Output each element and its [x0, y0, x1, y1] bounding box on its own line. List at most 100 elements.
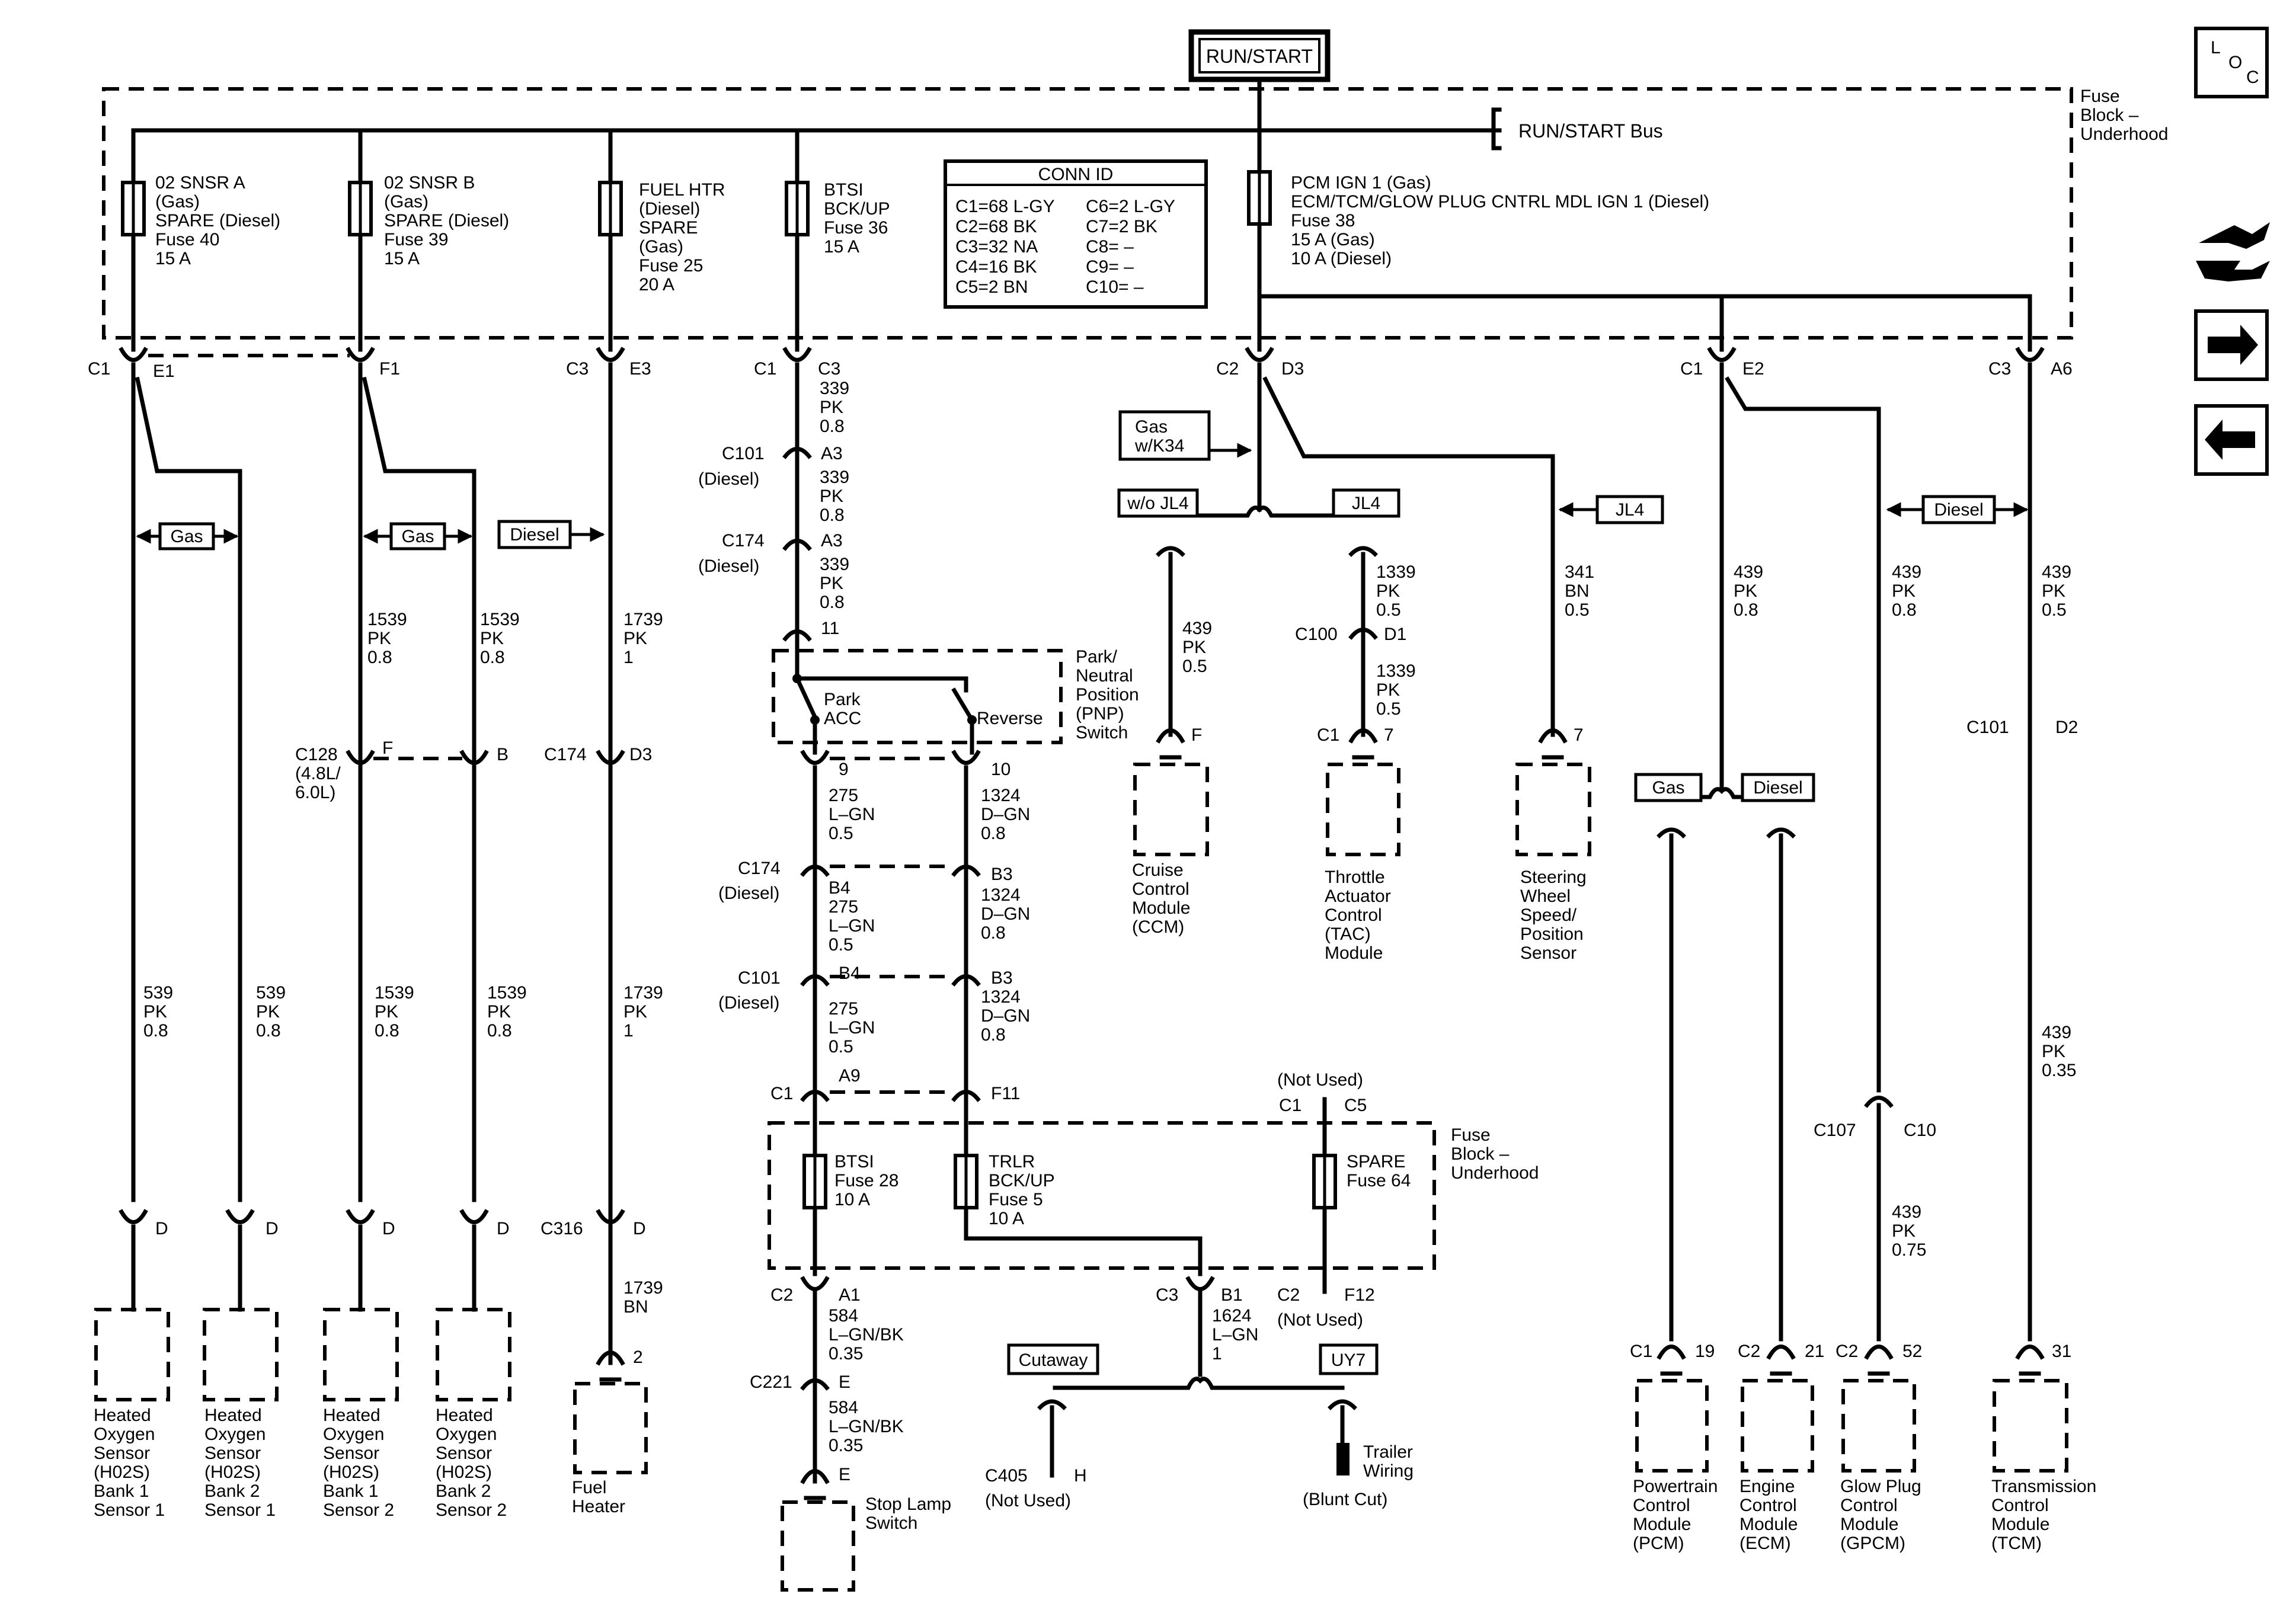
wire-339-a: 339 PK 0.8 — [820, 379, 849, 436]
svg-text:B4: B4 — [829, 878, 850, 898]
svg-text:(H02S): (H02S) — [436, 1462, 492, 1482]
svg-text:Module: Module — [1132, 898, 1190, 918]
svg-text:Speed/: Speed/ — [1520, 905, 1577, 925]
svg-text:PK: PK — [367, 629, 391, 648]
wire-1539-c: 1539 PK 0.8 — [375, 983, 414, 1041]
svg-text:439: 439 — [1892, 1202, 1921, 1222]
connector-c101-top: C101 (Diesel) A3 — [698, 444, 843, 489]
jl4-tag: JL4 — [1332, 488, 1400, 518]
run-start-box: RUN/START — [1188, 29, 1331, 82]
svg-text:A3: A3 — [821, 444, 843, 463]
svg-text:PK: PK — [820, 486, 843, 506]
svg-text:D3: D3 — [1281, 359, 1304, 379]
forward-arrow-icon[interactable] — [2194, 309, 2269, 381]
wire-439-tcm-a: 439 PK 0.5 — [2042, 562, 2071, 620]
svg-text:1: 1 — [1212, 1344, 1222, 1363]
svg-text:1539: 1539 — [487, 983, 527, 1003]
blunt-cut-end — [1336, 1443, 1350, 1475]
steering-wheel-speed-position-sensor: 7 Steering Wheel Speed/ Position Sensor — [1515, 725, 1591, 963]
svg-text:9: 9 — [839, 760, 849, 779]
svg-text:BN: BN — [1565, 581, 1590, 601]
svg-text:0.8: 0.8 — [143, 1021, 168, 1041]
wire-1739-a: 1739 PK 1 — [623, 610, 663, 667]
svg-text:C174: C174 — [722, 531, 765, 550]
svg-text:(Blunt Cut): (Blunt Cut) — [1303, 1490, 1387, 1509]
diesel-tag-1: Diesel — [497, 520, 605, 549]
wire-1539-d: 1539 PK 0.8 — [487, 983, 527, 1041]
svg-text:PK: PK — [1892, 1221, 1916, 1241]
svg-text:D3: D3 — [629, 745, 652, 764]
svg-text:C101: C101 — [722, 444, 765, 463]
svg-text:Fuse 38: Fuse 38 — [1291, 211, 1355, 231]
svg-text:PK: PK — [623, 1002, 647, 1022]
svg-text:C101: C101 — [1966, 718, 2009, 737]
wo-jl4-tag: w/o JL4 — [1117, 488, 1199, 518]
svg-text:02 SNSR B: 02 SNSR B — [384, 173, 475, 193]
svg-text:19: 19 — [1695, 1342, 1715, 1361]
wire-1339-b: 1339 PK 0.5 — [1376, 661, 1416, 719]
svg-text:Park: Park — [824, 690, 861, 709]
fuel-heater: 2 Fuel Heater — [572, 1347, 648, 1516]
svg-text:0.8: 0.8 — [487, 1021, 512, 1041]
svg-text:439: 439 — [1892, 562, 1921, 582]
svg-text:(Not Used): (Not Used) — [985, 1491, 1071, 1510]
svg-text:E: E — [839, 1372, 850, 1392]
wrench-swap-icon[interactable] — [2196, 222, 2270, 281]
svg-text:C128: C128 — [295, 745, 338, 764]
svg-text:0.5: 0.5 — [829, 1037, 853, 1057]
svg-text:15 A: 15 A — [824, 237, 859, 257]
loc-icon[interactable]: L O C — [2194, 27, 2269, 98]
svg-text:Gas: Gas — [1135, 417, 1168, 437]
svg-text:Control: Control — [1991, 1496, 2049, 1515]
svg-text:PK: PK — [256, 1002, 280, 1022]
svg-text:E3: E3 — [629, 359, 651, 379]
svg-text:439: 439 — [1182, 619, 1212, 638]
svg-text:D: D — [266, 1219, 279, 1238]
connector-pnp-out: 9 10 — [800, 750, 1011, 779]
svg-text:Position: Position — [1520, 924, 1584, 944]
svg-text:ECM/TCM/GLOW PLUG CNTRL MDL IG: ECM/TCM/GLOW PLUG CNTRL MDL IGN 1 (Diese… — [1291, 192, 1709, 212]
svg-text:0.8: 0.8 — [981, 923, 1006, 943]
svg-text:PK: PK — [487, 1002, 511, 1022]
svg-text:BCK/UP: BCK/UP — [824, 199, 890, 219]
svg-text:CONN ID: CONN ID — [1038, 165, 1114, 184]
fuse-25-label: FUEL HTR (Diesel) SPARE (Gas) Fuse 25 20… — [639, 180, 725, 295]
svg-text:PCM IGN 1 (Gas): PCM IGN 1 (Gas) — [1291, 173, 1431, 193]
svg-text:339: 339 — [820, 379, 849, 398]
connector-c100: C100 D1 — [1295, 625, 1406, 644]
svg-text:275: 275 — [829, 999, 858, 1019]
back-arrow-icon[interactable] — [2194, 404, 2269, 476]
svg-text:Fuse: Fuse — [1451, 1125, 1491, 1145]
svg-text:(4.8L/: (4.8L/ — [295, 764, 341, 783]
svg-text:1739: 1739 — [623, 983, 663, 1003]
svg-text:Fuse 25: Fuse 25 — [639, 256, 703, 276]
svg-text:Heated: Heated — [204, 1406, 262, 1425]
svg-text:D: D — [497, 1219, 510, 1238]
svg-text:PK: PK — [1892, 581, 1916, 601]
svg-text:E2: E2 — [1742, 359, 1764, 379]
svg-text:C1: C1 — [754, 359, 776, 379]
svg-text:SPARE (Diesel): SPARE (Diesel) — [155, 211, 280, 231]
connector-row-top: C1 E1 F1 C3 E3 C1 C3 C2 D3 C1 E2 C3 A6 — [88, 347, 2073, 381]
connector-c174-top: C174 (Diesel) A3 — [698, 531, 843, 576]
svg-text:Control: Control — [1325, 905, 1382, 925]
svg-text:(Gas): (Gas) — [384, 192, 428, 212]
svg-text:C2=68 BK: C2=68 BK — [955, 217, 1037, 236]
svg-text:Reverse: Reverse — [977, 709, 1043, 728]
svg-text:Underhood: Underhood — [2080, 124, 2168, 144]
svg-text:D–GN: D–GN — [981, 1006, 1030, 1026]
cruise-control-module: F Cruise Control Module (CCM) — [1132, 725, 1209, 937]
svg-text:D: D — [633, 1219, 646, 1238]
svg-text:Glow Plug: Glow Plug — [1840, 1477, 1921, 1496]
svg-text:2: 2 — [633, 1347, 643, 1367]
svg-text:7: 7 — [1384, 725, 1394, 745]
svg-text:Sensor: Sensor — [1520, 943, 1576, 963]
svg-text:C2: C2 — [1216, 359, 1239, 379]
connector-c3-b1: C3 B1 — [1156, 1276, 1243, 1305]
svg-text:Control: Control — [1132, 879, 1189, 899]
svg-text:L–GN/BK: L–GN/BK — [829, 1417, 904, 1436]
svg-text:Bank 2: Bank 2 — [204, 1481, 260, 1501]
svg-text:Control: Control — [1633, 1496, 1690, 1515]
svg-text:E: E — [839, 1465, 850, 1484]
svg-text:1739: 1739 — [623, 1278, 663, 1298]
